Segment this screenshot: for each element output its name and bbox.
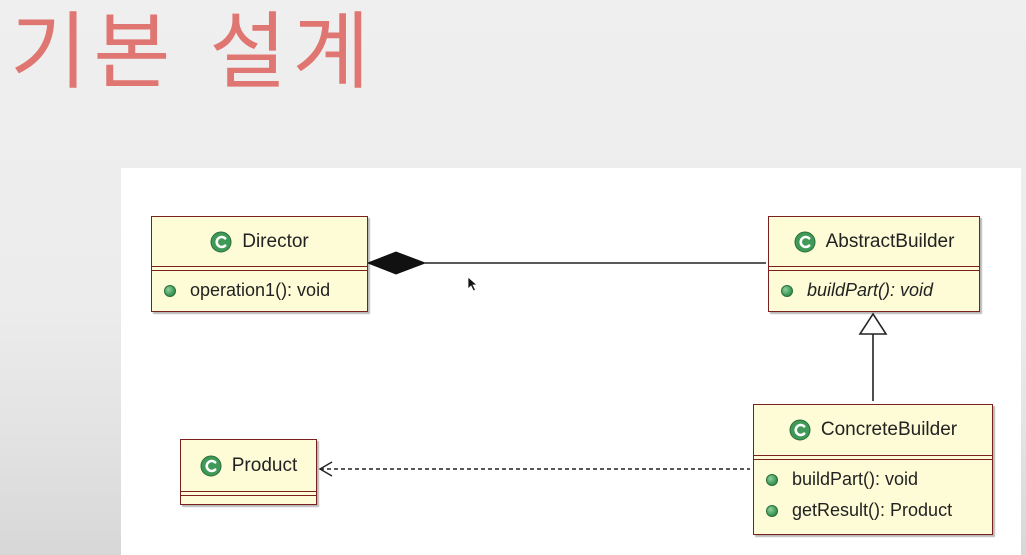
class-header: AbstractBuilder: [769, 217, 979, 266]
public-method-icon: [766, 473, 778, 486]
public-method-icon: [781, 284, 793, 297]
mouse-cursor-icon: [467, 276, 479, 292]
class-header: Product: [181, 440, 316, 491]
class-c-icon: [210, 231, 232, 252]
class-abstract-builder[interactable]: AbstractBuilder buildPart(): void: [768, 216, 980, 312]
compartment-divider: [769, 266, 979, 271]
class-c-icon: [200, 455, 222, 476]
class-c-icon: [794, 231, 816, 252]
method-item: buildPart(): void: [769, 275, 979, 306]
class-concrete-builder[interactable]: ConcreteBuilder buildPart(): void getRes…: [753, 404, 993, 535]
dependency-arrowhead: [318, 461, 333, 477]
class-header: Director: [152, 217, 367, 266]
class-name: Product: [231, 454, 298, 476]
method-list: buildPart(): void getResult(): Product: [754, 460, 992, 526]
public-method-icon: [164, 284, 176, 297]
composition-diamond: [366, 251, 427, 275]
method-item: getResult(): Product: [754, 495, 992, 526]
class-name: Director: [242, 230, 309, 252]
public-method-icon: [766, 504, 778, 517]
method-item: operation1(): void: [152, 275, 367, 306]
method-item: buildPart(): void: [754, 464, 992, 495]
method-signature: operation1(): void: [190, 280, 331, 300]
slide-title: 기본 설계: [10, 3, 376, 101]
method-signature: getResult(): Product: [792, 500, 953, 520]
method-list: buildPart(): void: [769, 271, 979, 306]
method-signature: buildPart(): void: [792, 469, 919, 489]
class-director[interactable]: Director operation1(): void: [151, 216, 368, 312]
class-name: AbstractBuilder: [825, 230, 955, 252]
compartment-divider: [754, 455, 992, 460]
generalization-arrowhead: [858, 312, 888, 335]
class-c-icon: [789, 419, 811, 441]
method-list: operation1(): void: [152, 271, 367, 306]
abstract-method-signature: buildPart(): void: [807, 280, 934, 300]
class-product[interactable]: Product: [180, 439, 317, 505]
compartment-divider: [181, 491, 316, 496]
class-name: ConcreteBuilder: [820, 419, 958, 440]
class-header: ConcreteBuilder: [754, 405, 992, 455]
uml-diagram: Director operation1(): void AbstractBuil…: [121, 168, 1021, 555]
compartment-divider: [152, 266, 367, 271]
